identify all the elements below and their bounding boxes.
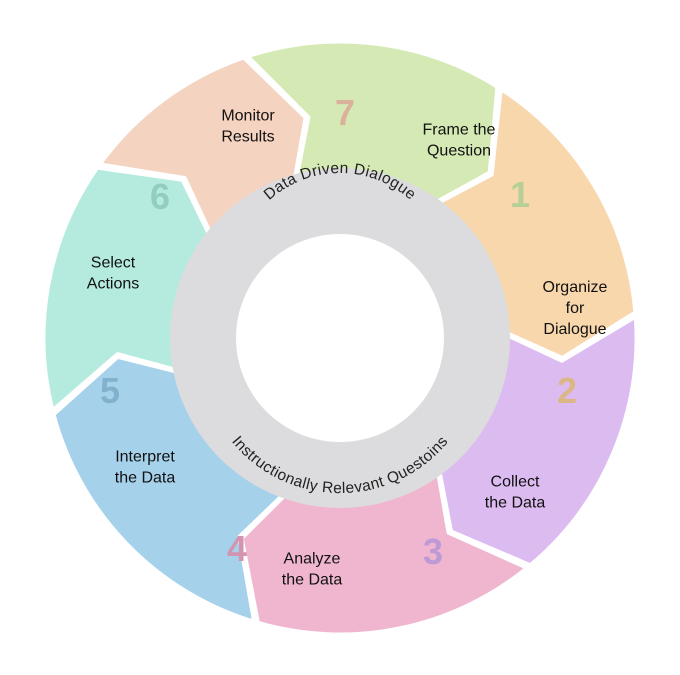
center-circle [236,234,444,442]
step-number-2: 2 [557,370,577,411]
step-number-5: 5 [100,370,120,411]
step-number-4: 4 [227,528,247,569]
step-number-7: 7 [335,92,355,133]
step-number-1: 1 [510,174,530,215]
step-number-6: 6 [150,176,170,217]
step-number-3: 3 [423,531,443,572]
